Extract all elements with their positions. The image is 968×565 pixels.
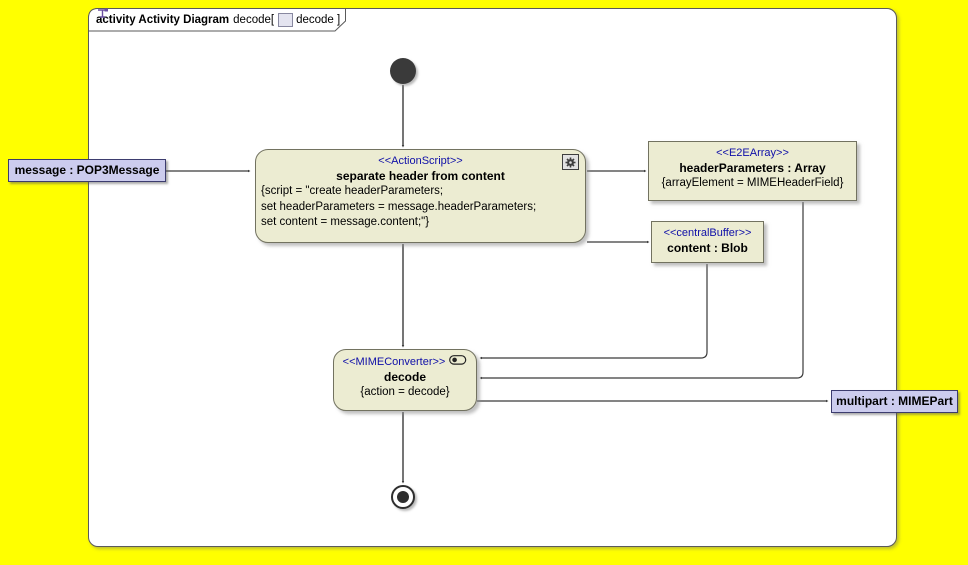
object-node-multipart[interactable]: multipart : MIMEPart: [831, 390, 958, 413]
action-script-line: {script = "create headerParameters;: [261, 185, 444, 197]
activity-frame: [88, 8, 897, 547]
object-node-message-label: message : POP3Message: [14, 163, 160, 177]
final-node[interactable]: [391, 485, 415, 509]
object-node-multipart-label: multipart : MIMEPart: [836, 394, 953, 408]
edge-headerparameters-to-decode[interactable]: [481, 202, 804, 378]
action-decode[interactable]: <<MIMEConverter>> decode {action = decod…: [333, 349, 477, 411]
action-separate-header[interactable]: <<ActionScript>> separate header from co…: [255, 149, 586, 243]
final-node-dot: [397, 491, 409, 503]
converter-indicator-icon: [449, 355, 467, 369]
frame-diagram-name: decode ]: [296, 13, 341, 26]
action-script-line: set content = message.content;"}: [261, 216, 430, 228]
action-script-line: set headerParameters = message.headerPar…: [261, 200, 537, 213]
decode-name: decode: [383, 370, 426, 385]
headerparameters-stereotype: <<E2EArray>>: [716, 147, 789, 159]
decode-property: {action = decode}: [360, 386, 450, 399]
object-node-message[interactable]: message : POP3Message: [8, 159, 166, 182]
contentblob-stereotype: <<centralBuffer>>: [663, 227, 752, 239]
activity-diagram-icon: [98, 8, 294, 27]
contentblob-name: content : Blob: [667, 241, 748, 255]
action-name: separate header from content: [336, 169, 505, 183]
edge-contentblob-to-decode[interactable]: [481, 264, 708, 358]
frame-title: activity Activity Diagram: [96, 13, 230, 26]
object-node-contentblob[interactable]: <<centralBuffer>> content : Blob: [651, 221, 764, 263]
headerparameters-name: headerParameters : Array: [679, 161, 826, 175]
initial-node[interactable]: [390, 58, 416, 84]
gear-icon: [562, 154, 579, 170]
decode-stereotype: <<MIMEConverter>>: [342, 356, 446, 368]
frame-header: activity Activity Diagram decode[ decode…: [88, 8, 347, 32]
headerparameters-property: {arrayElement = MIMEHeaderField}: [661, 177, 844, 189]
action-stereotype: <<ActionScript>>: [378, 155, 463, 167]
frame-title-context: decode[: [233, 13, 275, 26]
object-node-headerparameters[interactable]: <<E2EArray>> headerParameters : Array {a…: [648, 141, 857, 201]
